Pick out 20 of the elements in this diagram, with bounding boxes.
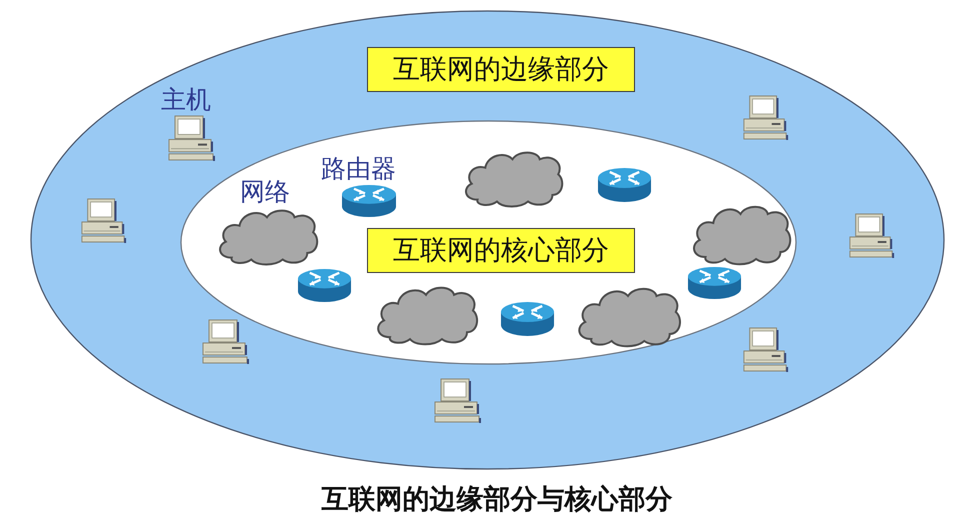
router-icon — [597, 167, 652, 203]
heading-label: 互联网的核心部分 — [367, 228, 635, 273]
part-label: 网络 — [240, 179, 290, 204]
computer-icon — [433, 378, 483, 424]
part-label: 主机 — [161, 87, 211, 112]
router-icon — [341, 184, 397, 218]
router-icon — [297, 268, 352, 303]
computer-icon — [80, 198, 128, 244]
router-icon — [687, 266, 742, 300]
computer-icon — [742, 327, 790, 373]
heading-label: 互联网的边缘部分 — [367, 47, 635, 92]
computer-icon — [201, 319, 251, 365]
computer-icon — [167, 115, 217, 162]
outer-ellipse — [30, 10, 945, 470]
router-icon — [500, 301, 555, 337]
computer-icon — [742, 95, 790, 141]
computer-icon — [848, 213, 896, 259]
part-label: 路由器 — [321, 156, 396, 181]
figure-caption: 互联网的边缘部分与核心部分 — [322, 486, 672, 513]
inner-ellipse — [180, 120, 797, 365]
